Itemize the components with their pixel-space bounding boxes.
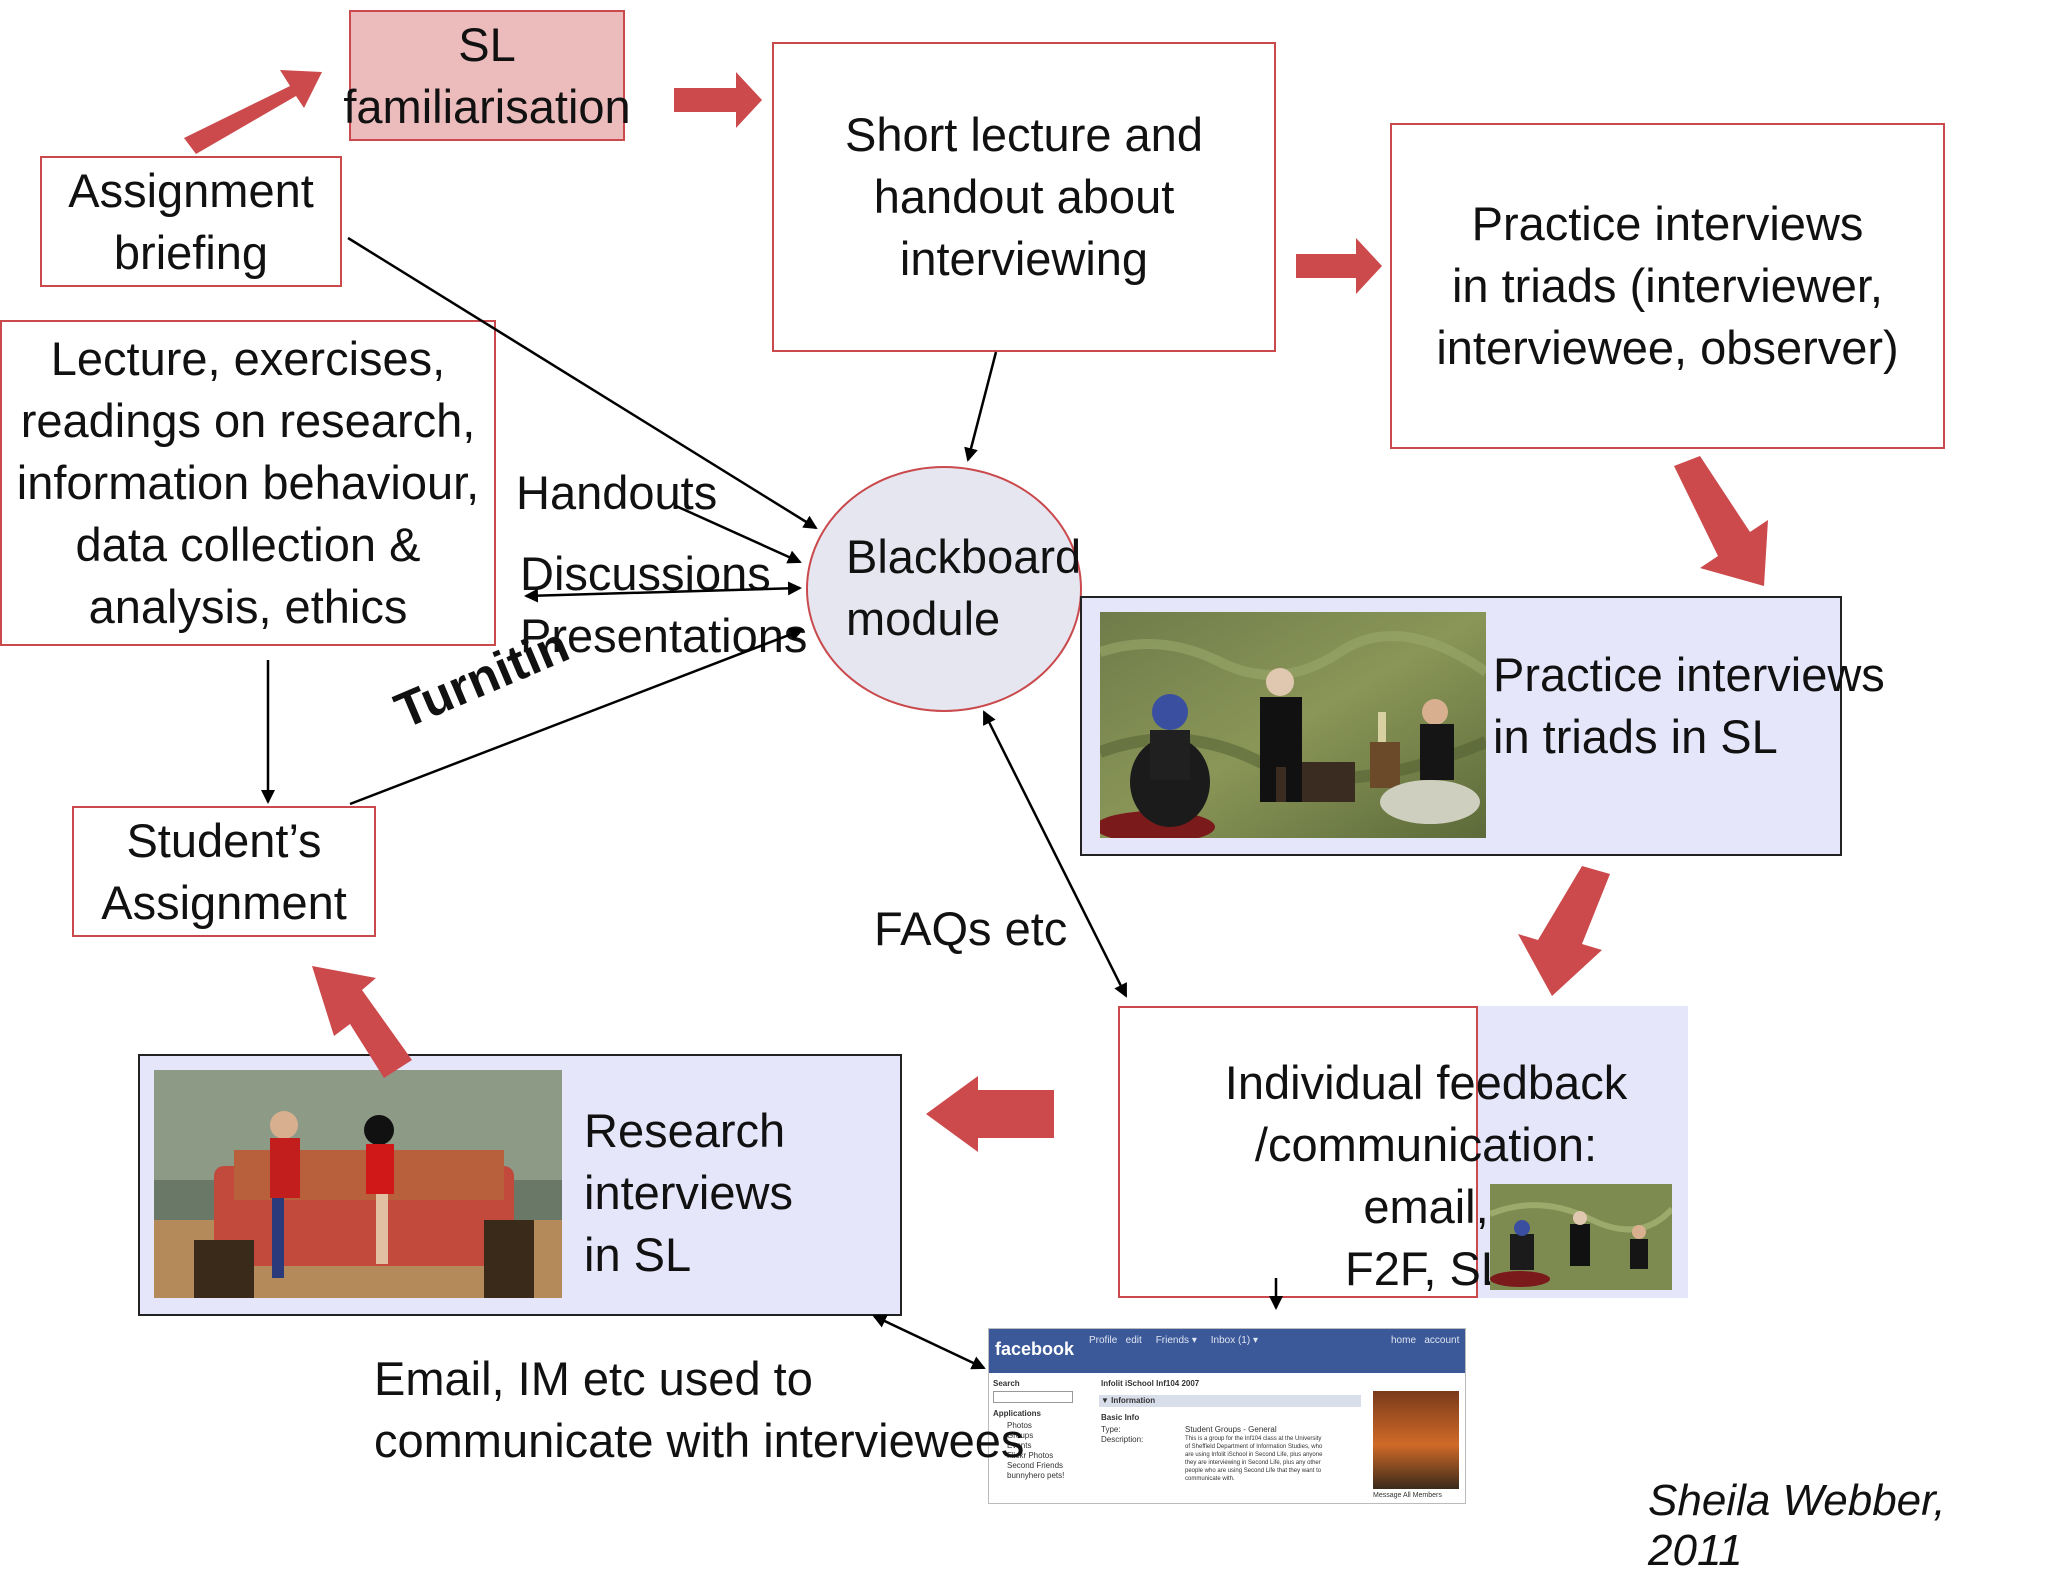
handouts-arrow bbox=[675, 504, 802, 564]
students-assignment-box: Student’s Assignment bbox=[72, 806, 376, 937]
practice-triads-text: Practice interviews in triads (interview… bbox=[1436, 197, 1899, 374]
research-facebook-double-arrow bbox=[872, 1314, 986, 1370]
briefing-to-familiarisation-arrow bbox=[184, 70, 322, 154]
lecture-exercises-box: Lecture, exercises, readings on research… bbox=[0, 320, 496, 646]
facebook-group-title: Infolit iSchool Inf104 2007 bbox=[1101, 1379, 1200, 1388]
discussions-double-arrow bbox=[524, 581, 802, 603]
facebook-nav-right: home account priv bbox=[1391, 1335, 1460, 1346]
sl-familiarisation-text: SL familiarisation bbox=[343, 17, 631, 133]
sl-triads-to-feedback-arrow bbox=[1518, 866, 1610, 996]
short-lecture-box: Short lecture and handout about intervie… bbox=[772, 42, 1276, 352]
briefing-to-blackboard-arrow bbox=[347, 236, 818, 530]
presentations-label: Presentations bbox=[520, 609, 808, 662]
students-assignment-text: Student’s Assignment bbox=[101, 813, 347, 929]
lecture-exercises-text: Lecture, exercises, readings on research… bbox=[16, 332, 480, 633]
sl-research-interview-image bbox=[154, 1070, 562, 1298]
sl-familiarisation-box: SL familiarisation bbox=[343, 10, 631, 141]
practice-triads-box: Practice interviews in triads (interview… bbox=[1390, 123, 1945, 449]
facebook-type-value: Student Groups - General bbox=[1185, 1425, 1277, 1434]
facebook-desc-label: Description: bbox=[1101, 1435, 1144, 1444]
facebook-apps-list: Photos Groups Events Flickr Photos Secon… bbox=[1007, 1421, 1065, 1480]
sl-triad-scene-image bbox=[1100, 612, 1486, 838]
facebook-info-header: ▼ Information bbox=[1101, 1396, 1156, 1405]
email-im-label: Email, IM etc used to communicate with i… bbox=[374, 1352, 1025, 1467]
credit-text: Sheila Webber, 2011 bbox=[1648, 1476, 1946, 1575]
facebook-search-label: Search bbox=[993, 1379, 1020, 1388]
individual-feedback-text: Individual feedback /communication: emai… bbox=[1224, 1056, 1628, 1295]
familiarisation-to-lecture-arrow bbox=[674, 72, 762, 128]
blackboard-module-ellipse bbox=[806, 466, 1082, 712]
facebook-info-header-bar bbox=[1099, 1395, 1361, 1407]
facebook-type-label: Type: bbox=[1101, 1425, 1121, 1434]
facebook-search-input bbox=[993, 1391, 1073, 1403]
facebook-desc-value: This is a group for the Inf104 class at … bbox=[1185, 1436, 1323, 1482]
assignment-briefing-box: Assignment briefing bbox=[40, 156, 342, 287]
lecture-to-triads-arrow bbox=[1296, 238, 1382, 294]
facebook-message-link: Message All Members bbox=[1373, 1492, 1442, 1499]
facebook-basic-info: Basic Info bbox=[1101, 1413, 1140, 1422]
short-lecture-text: Short lecture and handout about intervie… bbox=[845, 108, 1203, 285]
feedback-to-research-arrow bbox=[926, 1076, 1054, 1152]
facebook-logo: facebook bbox=[995, 1339, 1075, 1359]
assignment-briefing-text: Assignment briefing bbox=[68, 163, 314, 279]
triads-to-sl-triads-arrow bbox=[1674, 456, 1768, 586]
facebook-group-screenshot: facebook Profile edit Friends ▾ Inbox (1… bbox=[988, 1328, 1466, 1504]
connector-layer bbox=[184, 70, 1768, 1370]
turnitin-arrow bbox=[349, 627, 804, 806]
facebook-header-bar bbox=[989, 1329, 1465, 1373]
lecture-to-blackboard-arrow bbox=[964, 351, 998, 462]
red-flow-arrows bbox=[184, 70, 1768, 1152]
practice-triads-sl-text: Practice interviews in triads in SL bbox=[1493, 648, 1885, 763]
faqs-double-arrow bbox=[982, 710, 1128, 998]
feedback-sl-thumbnail-image bbox=[1490, 1184, 1672, 1290]
facebook-applications-label: Applications bbox=[993, 1409, 1042, 1418]
facebook-nav: Profile edit Friends ▾ Inbox (1) ▾ bbox=[1089, 1335, 1258, 1346]
research-to-assignment-arrow bbox=[312, 966, 412, 1078]
blackboard-module-text: Blackboard module bbox=[846, 530, 1082, 645]
facebook-group-photo bbox=[1373, 1391, 1459, 1489]
research-interviews-text: Research interviews in SL bbox=[584, 1104, 793, 1281]
